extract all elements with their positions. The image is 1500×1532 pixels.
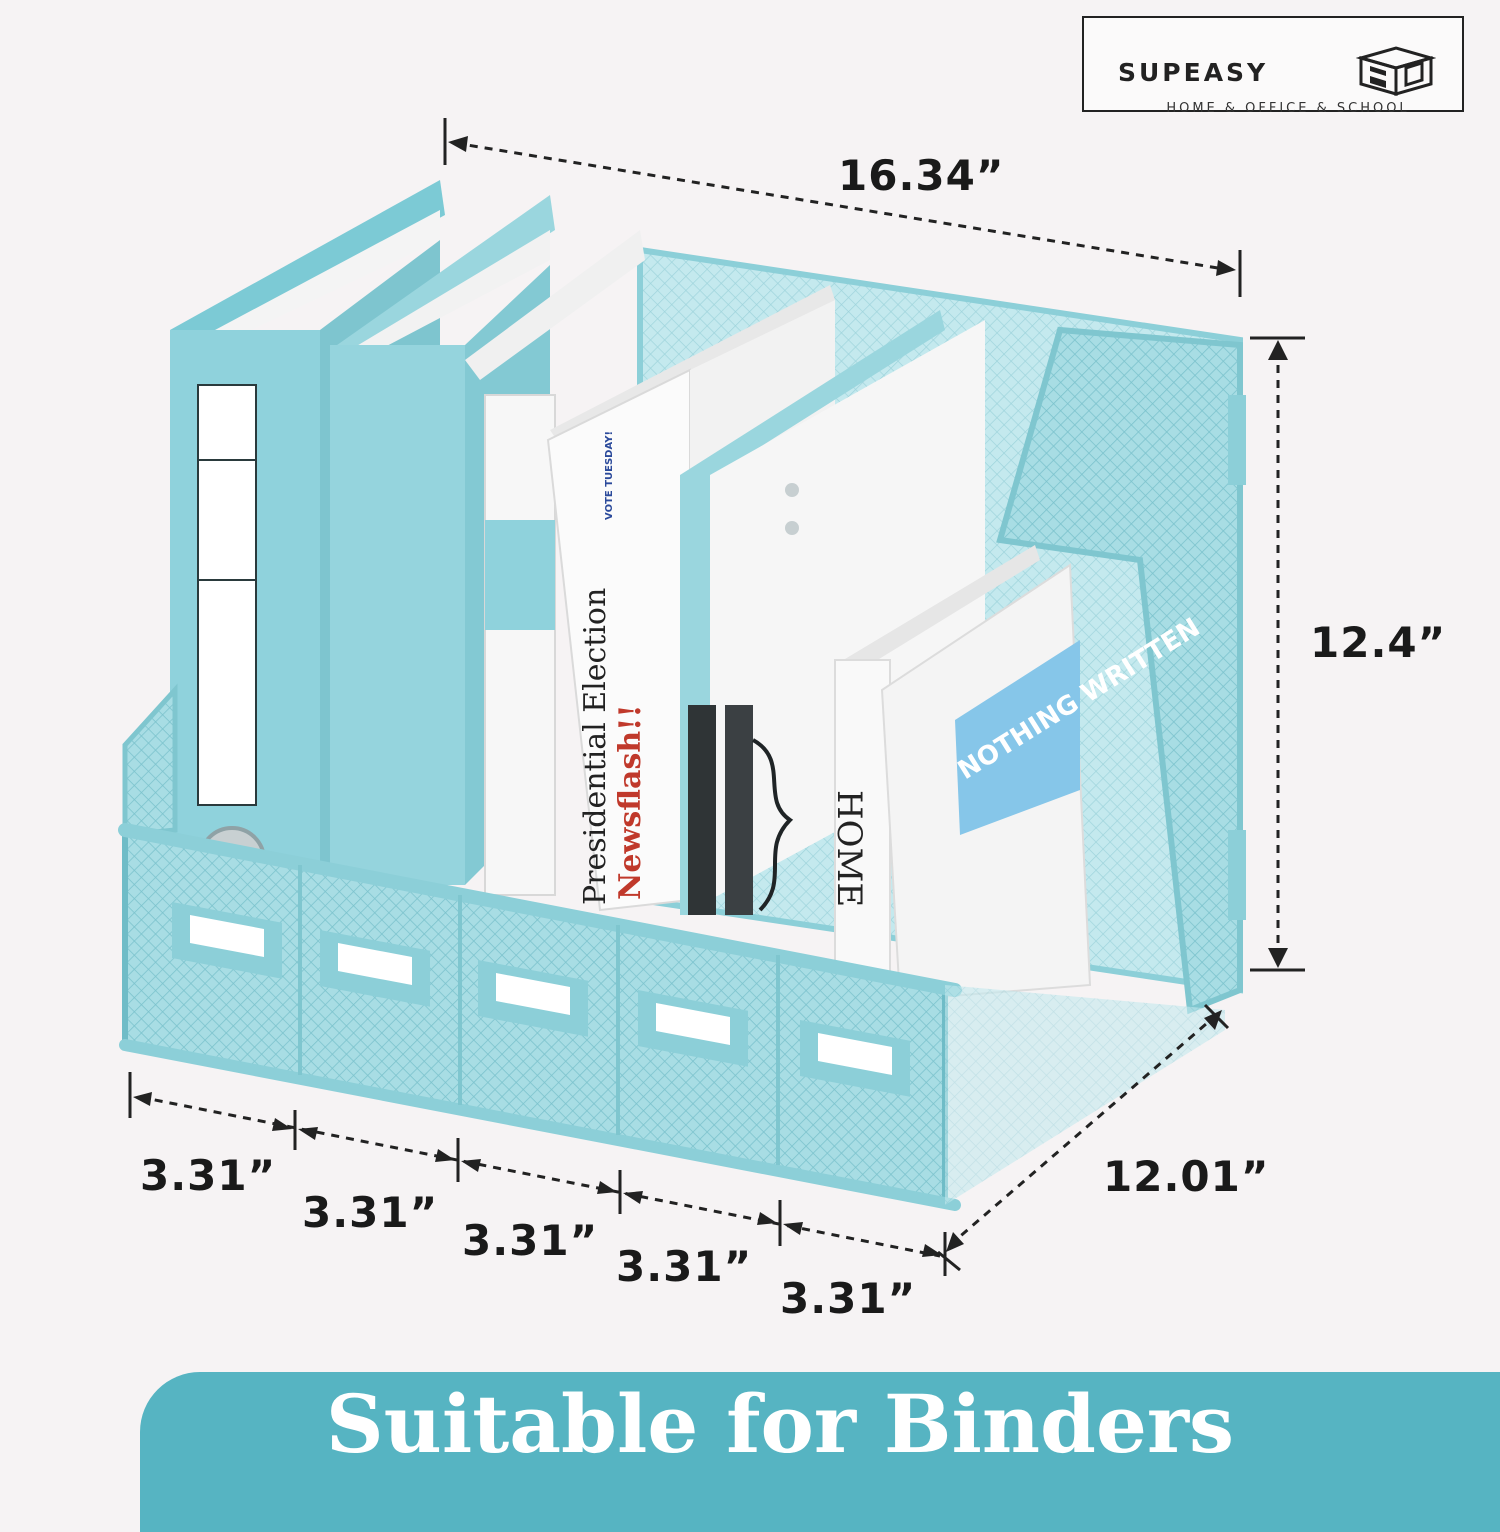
brand-name: SUPEASY (1118, 58, 1269, 87)
newspaper-subhead: Newsflash!! (613, 704, 648, 900)
slot-width-label-4: 3.31” (616, 1242, 753, 1291)
slot-width-label-2: 3.31” (302, 1188, 439, 1237)
newspaper-folder: Presidential Election Newsflash!! VOTE T… (546, 285, 835, 912)
height-dimension-label: 12.4” (1310, 618, 1447, 667)
slot-width-label-1: 3.31” (140, 1151, 277, 1200)
slot-width-label-5: 3.31” (780, 1274, 917, 1323)
dimension-arrowheads (133, 136, 1288, 1257)
width-dimension-label: 16.34” (838, 151, 1005, 200)
book-1-title: HOME (829, 790, 869, 907)
brand-tagline: HOME & OFFICE & SCHOOL (1166, 101, 1410, 116)
slot-width-label-3: 3.31” (462, 1216, 599, 1265)
organizer-front (118, 683, 1225, 1211)
newspaper-tag: VOTE TUESDAY! (604, 431, 615, 520)
brand-logo: SUPEASY HOME & OFFICE & SCHOOL (1082, 16, 1464, 116)
dimension-lines (128, 118, 1305, 1276)
newspaper-headline: Presidential Election (578, 588, 613, 905)
cube-logo-icon (1356, 46, 1436, 96)
label-holders (172, 902, 910, 1097)
depth-dimension-label: 12.01” (1103, 1152, 1270, 1201)
product-illustration: Presidential Election Newsflash!! VOTE T… (118, 118, 1305, 1276)
feature-banner-text: Suitable for Binders (325, 1377, 1235, 1471)
binder-3 (465, 230, 645, 896)
books: HOME NOTHING WRITTEN (829, 545, 1205, 1002)
